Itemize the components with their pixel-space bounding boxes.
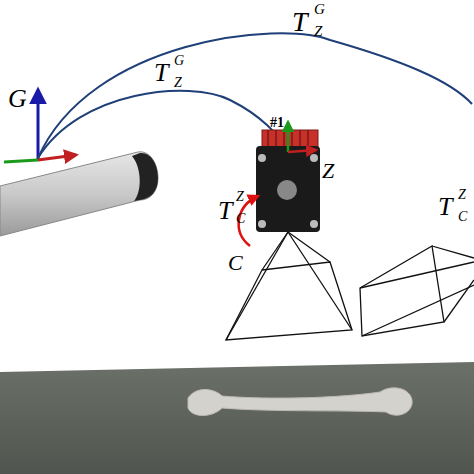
frame-label: Z [458,188,466,202]
frame-label: Z [174,76,182,90]
frame-label: Z [314,24,322,39]
robot-arm [0,152,158,236]
transform-arc [38,91,286,158]
transform-arc [38,33,472,158]
bone [188,388,412,416]
frame-label: T [154,60,168,86]
frame-label: Z [322,160,334,182]
frame-label: G [314,2,325,17]
axis-x [288,150,316,152]
axis-y [4,160,38,162]
camera-frustum [360,246,474,336]
axis-y [287,122,290,152]
frame-label: C [458,210,467,224]
frame-label: T [438,194,452,220]
arm-tip [132,153,158,201]
frame-label: G [174,54,184,68]
callout-number: #1 [270,116,284,130]
axis-z [37,90,40,160]
frame-label: C [228,252,243,274]
camera-frustum [226,232,352,340]
table-surface [0,362,474,474]
frame-label: T [218,198,232,224]
frame-label: T [292,8,308,36]
frame-label: G [8,86,27,112]
frame-label: Z [236,190,244,204]
axis-x [38,155,76,160]
frame-label: C [236,212,245,226]
